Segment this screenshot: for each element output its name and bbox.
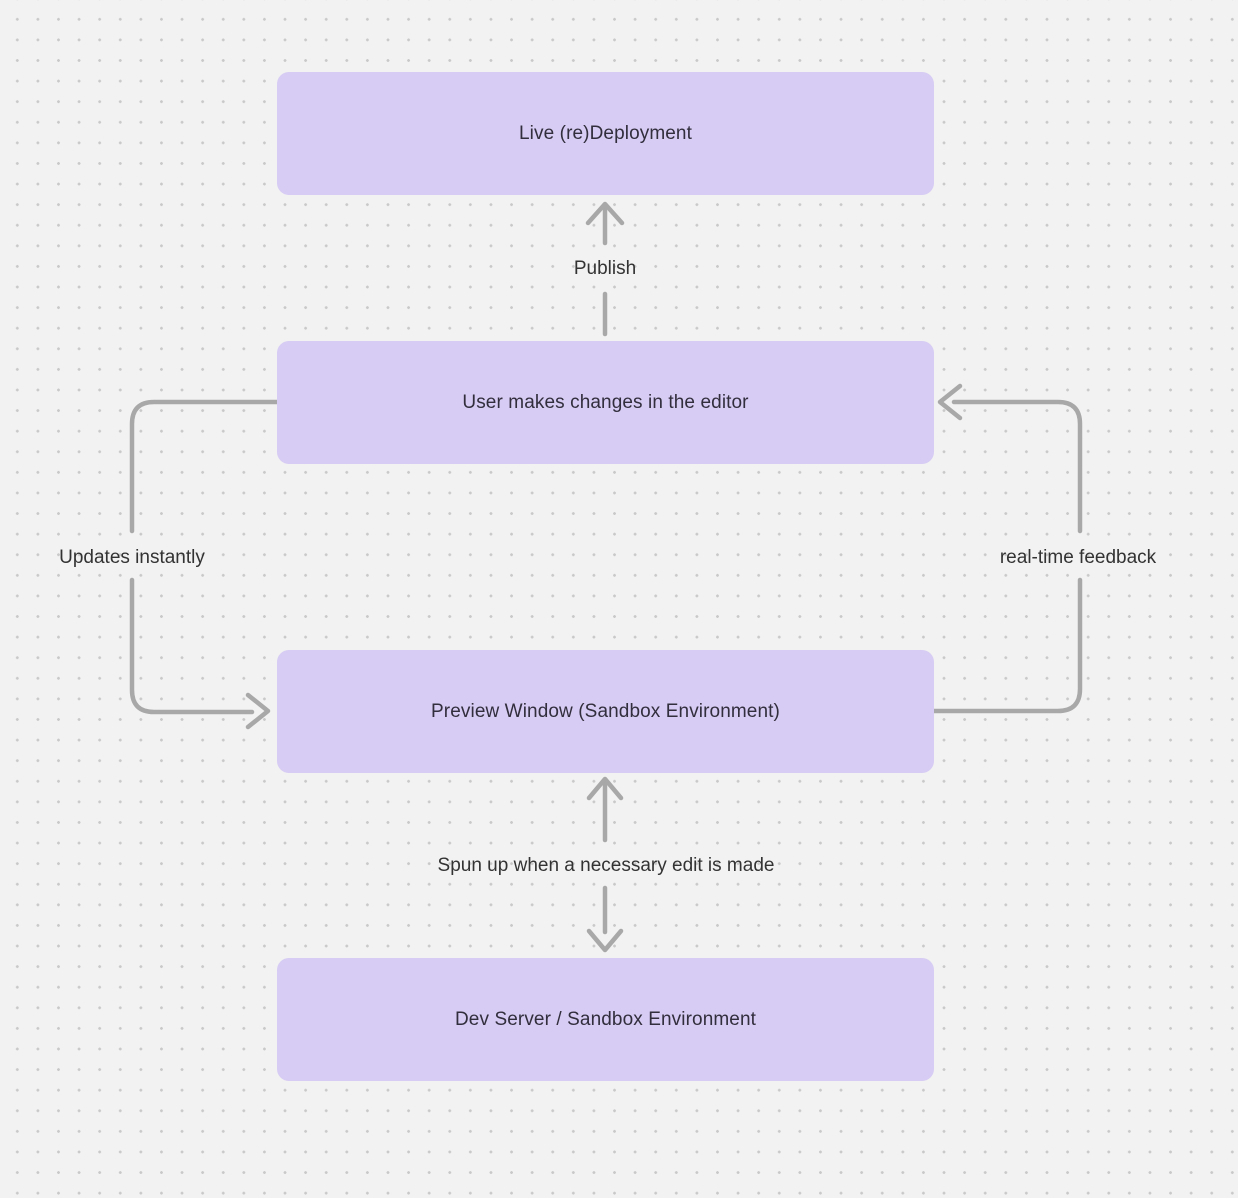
arrow-real-time-feedback xyxy=(931,383,1083,714)
node-dev-server: Dev Server / Sandbox Environment xyxy=(277,958,934,1081)
arrow-updates-instantly xyxy=(129,399,280,730)
node-preview-window: Preview Window (Sandbox Environment) xyxy=(277,650,934,773)
edge-label-spun-up: Spun up when a necessary edit is made xyxy=(437,855,775,876)
arrow-publish xyxy=(585,201,625,337)
node-editor: User makes changes in the editor xyxy=(277,341,934,464)
edge-label-real-time-feedback: real-time feedback xyxy=(999,547,1157,568)
edge-label-publish: Publish xyxy=(573,258,637,279)
arrow-spun-up xyxy=(586,776,624,953)
edge-label-updates-instantly: Updates instantly xyxy=(59,547,205,568)
node-live-redeployment: Live (re)Deployment xyxy=(277,72,934,195)
